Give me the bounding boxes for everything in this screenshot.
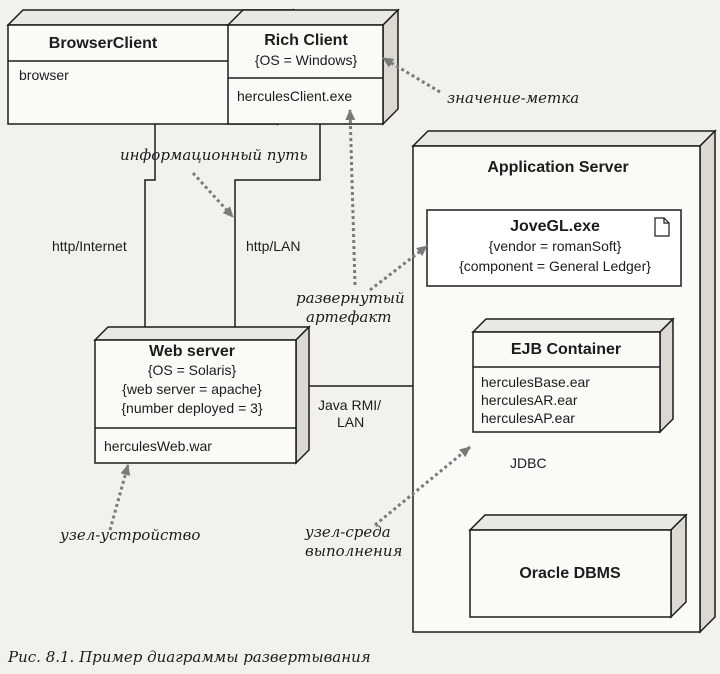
annotations: значение-метка информационный путь разве… (59, 89, 579, 560)
ejb-artifact: herculesAP.ear (481, 410, 575, 426)
document-icon (654, 217, 670, 237)
web-server-os-tag: {OS = Solaris} (148, 362, 237, 378)
rich-client-tag: {OS = Windows} (255, 52, 358, 68)
arrow-tagged-value (382, 56, 441, 94)
jovegl-artifact: JoveGL.exe {vendor = romanSoft} {compone… (426, 209, 682, 287)
http-lan-label: http/LAN (246, 238, 300, 254)
java-rmi-lan-label: LAN (337, 414, 364, 430)
annotation-communication-path: информационный путь (120, 146, 308, 164)
ejb-artifact: herculesBase.ear (481, 374, 590, 390)
ejb-container-title: EJB Container (511, 341, 621, 358)
ejb-container-node: EJB Container herculesBase.ear herculesA… (471, 317, 675, 434)
browser-client-artifact: browser (19, 67, 69, 83)
path-browser-web (144, 124, 156, 330)
jovegl-vendor-tag: {vendor = romanSoft} (489, 238, 622, 254)
web-server-deployed-tag: {number deployed = 3} (121, 400, 263, 416)
jovegl-component-tag: {component = General Ledger} (459, 258, 651, 274)
annotation-deployed-artifact: развернутый (296, 289, 405, 307)
figure-caption: Рис. 8.1. Пример диаграммы развертывания (8, 648, 371, 666)
browser-client-title: BrowserClient (49, 35, 158, 52)
annotation-arrows (108, 56, 471, 531)
application-server-title: Application Server (487, 159, 628, 176)
jdbc-label: JDBC (510, 455, 547, 471)
arrow-deployed-artifact-jovegl (369, 244, 428, 292)
arrow-exec-env (374, 445, 471, 527)
oracle-dbms-node: Oracle DBMS (468, 513, 688, 619)
path-rich-web (234, 124, 321, 330)
rich-client-artifact: herculesClient.exe (237, 88, 352, 104)
jovegl-title: JoveGL.exe (510, 218, 600, 235)
annotation-tagged-value: значение-метка (447, 89, 579, 107)
connection-labels: http/Internet http/LAN Java RMI/ LAN JDB… (48, 236, 550, 473)
http-internet-label: http/Internet (52, 238, 127, 254)
web-server-title: Web server (149, 343, 235, 360)
annotation-execution-environment-2: выполнения (305, 542, 402, 560)
annotation-execution-environment: узел-среда (304, 523, 391, 541)
web-server-artifact: herculesWeb.war (104, 438, 212, 454)
web-server-node: Web server {OS = Solaris} {web server = … (93, 325, 311, 465)
rich-client-title: Rich Client (264, 32, 348, 49)
annotation-deployed-artifact-2: артефакт (306, 308, 392, 326)
arrow-device-node (108, 464, 131, 531)
java-rmi-label: Java RMI/ (318, 397, 381, 413)
web-server-apache-tag: {web server = apache} (122, 381, 262, 397)
oracle-dbms-title: Oracle DBMS (519, 565, 621, 582)
ejb-artifact: herculesAR.ear (481, 392, 578, 408)
rich-client-node: Rich Client {OS = Windows} herculesClien… (226, 8, 400, 126)
arrow-deployed-artifact-rich (345, 109, 357, 286)
annotation-device-node: узел-устройство (59, 526, 200, 544)
arrow-comm-path (191, 171, 235, 219)
